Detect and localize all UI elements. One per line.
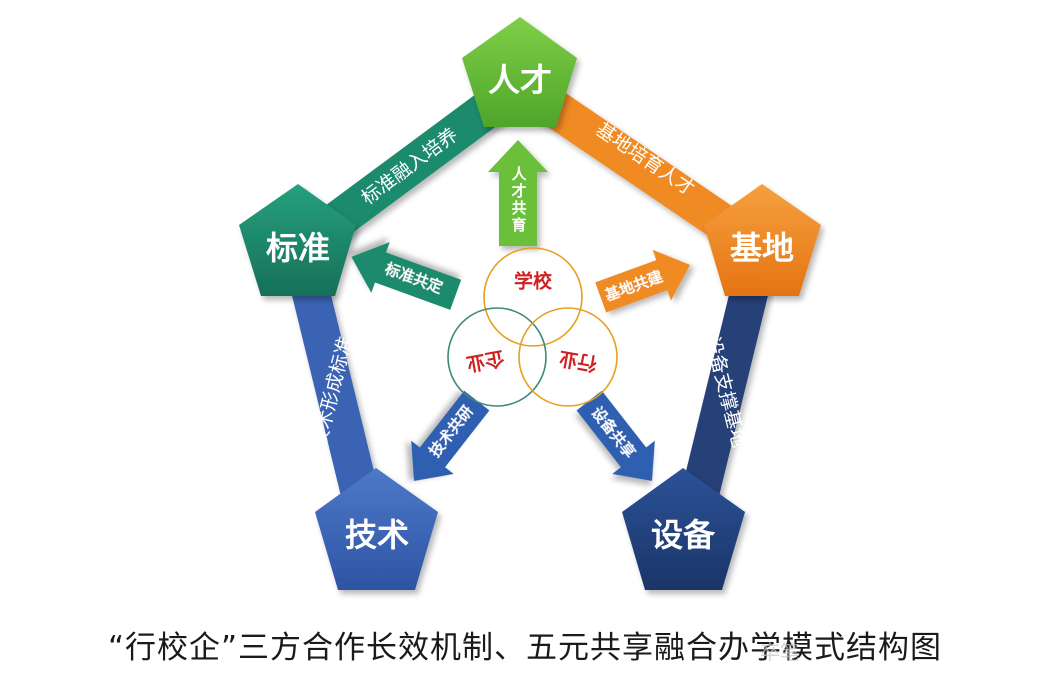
edge-label-standard-talent: 标准融入培养 (357, 124, 462, 210)
arrow-label-talent: 人才共育 (510, 166, 528, 234)
circle-label-industry: 行业 (557, 346, 599, 375)
node-label-talent: 人才 (488, 61, 552, 99)
node-technology: 技术 (315, 468, 438, 590)
node-talent: 人才 (462, 17, 577, 127)
node-label-equipment: 设备 (651, 516, 716, 554)
arrow-equipment: 设备共享 (576, 390, 655, 481)
circle-label-enterprise: 企业 (464, 346, 506, 375)
circle-enterprise (447, 307, 547, 407)
arrow-technology: 技术共研 (411, 390, 490, 481)
arrow-standard: 标准共定 (351, 242, 462, 310)
arrow-talent: 人才共育 (488, 140, 548, 246)
venn-circles: 学校 企业 行业 (447, 247, 618, 407)
node-label-standard: 标准 (266, 229, 330, 267)
node-base: 基地 (704, 184, 821, 296)
node-standard: 标准 (239, 184, 356, 296)
circle-industry (518, 307, 618, 407)
edge-label-technology-equipment: 设备孵化技术 (473, 528, 587, 550)
arrow-base: 基地共建 (595, 249, 690, 313)
watermark-text: 卒笔 (760, 640, 800, 664)
circle-label-school: 学校 (514, 270, 553, 293)
figure-caption: “行校企”三方合作长效机制、五元共享融合办学模式结构图 (107, 630, 943, 666)
node-equipment: 设备 (622, 468, 745, 590)
node-label-technology: 技术 (345, 516, 409, 554)
circle-school (483, 247, 583, 347)
node-label-base: 基地 (730, 229, 794, 267)
